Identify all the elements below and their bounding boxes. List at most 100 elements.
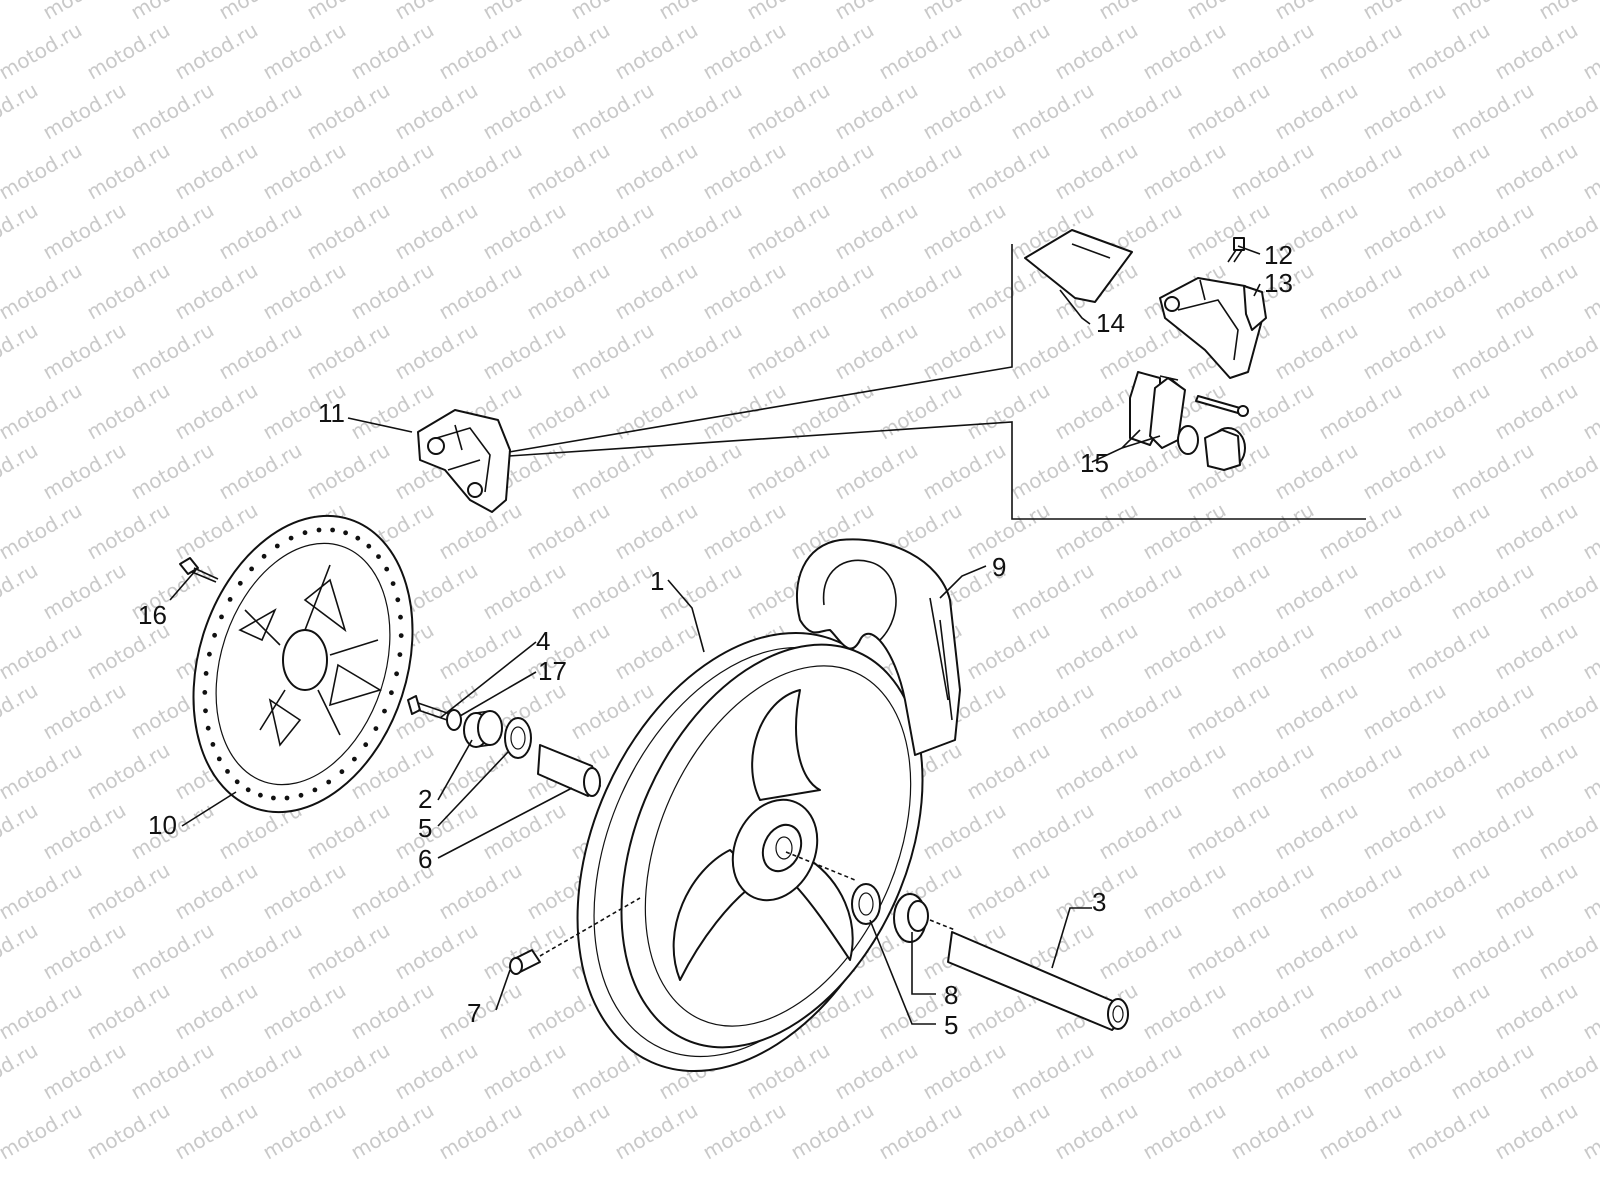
watermark-text: motod.ru: [435, 498, 526, 565]
disc-hole: [302, 530, 308, 536]
watermark-text: motod.ru: [0, 1038, 42, 1105]
watermark-text: motod.ru: [1359, 1038, 1450, 1105]
disc-hole: [225, 769, 230, 774]
watermark-text: motod.ru: [523, 138, 614, 205]
disc-hole: [234, 779, 240, 785]
watermark-text: motod.ru: [1007, 678, 1098, 745]
watermark-text: motod.ru: [1139, 138, 1230, 205]
disc-hole: [202, 690, 208, 695]
watermark-text: motod.ru: [567, 78, 658, 145]
watermark-text: motod.ru: [1403, 1098, 1494, 1165]
watermark-text: motod.ru: [1579, 378, 1600, 445]
disc-hole: [343, 530, 348, 536]
watermark-text: motod.ru: [127, 1038, 218, 1105]
watermark-text: motod.ru: [83, 858, 174, 925]
watermark-text: motod.ru: [1271, 0, 1362, 24]
watermark-text: motod.ru: [919, 438, 1010, 505]
watermark-text: motod.ru: [963, 738, 1054, 805]
watermark-text: motod.ru: [479, 558, 570, 625]
watermark-text: motod.ru: [83, 498, 174, 565]
watermark-text: motod.ru: [39, 1038, 130, 1105]
bleed-screw: [1227, 237, 1245, 263]
watermark-text: motod.ru: [1447, 0, 1538, 24]
watermark-text: motod.ru: [1183, 78, 1274, 145]
watermark-text: motod.ru: [259, 1098, 350, 1165]
axle-stack-right: [785, 851, 1129, 1031]
watermark-text: motod.ru: [1227, 1098, 1318, 1165]
watermark-text: motod.ru: [127, 918, 218, 985]
disc-hole: [389, 690, 394, 696]
watermark-text: motod.ru: [1447, 798, 1538, 865]
watermark-text: motod.ru: [83, 378, 174, 445]
disc-hole: [395, 597, 401, 603]
callout-5-left: 5: [418, 813, 432, 843]
watermark-text: motod.ru: [39, 318, 130, 385]
watermark-text: motod.ru: [1315, 738, 1406, 805]
watermark-text: motod.ru: [1007, 798, 1098, 865]
watermark-text: motod.ru: [435, 18, 526, 85]
watermark-text: motod.ru: [875, 138, 966, 205]
callout-labels: 1 2 3 4 5 5 6 7 8 9 10 11 12 13 14 15 16…: [138, 240, 1293, 1040]
disc-hole: [207, 651, 212, 657]
watermark-text: motod.ru: [831, 1038, 922, 1105]
watermark-text: motod.ru: [787, 18, 878, 85]
watermark-text: motod.ru: [1403, 18, 1494, 85]
watermark-text: motod.ru: [1183, 558, 1274, 625]
watermark-text: motod.ru: [523, 18, 614, 85]
callout-12: 12: [1264, 240, 1293, 270]
disc-hole: [258, 792, 263, 798]
disc-hole: [398, 633, 404, 638]
watermark-text: motod.ru: [479, 918, 570, 985]
watermark-text: motod.ru: [259, 978, 350, 1045]
disc-hole: [288, 535, 294, 541]
watermark-text: motod.ru: [1139, 498, 1230, 565]
callout-17: 17: [538, 656, 567, 686]
watermark-text: motod.ru: [1579, 498, 1600, 565]
disc-hole: [373, 726, 379, 731]
watermark-text: motod.ru: [479, 198, 570, 265]
watermark-text: motod.ru: [215, 438, 306, 505]
watermark-text: motod.ru: [259, 138, 350, 205]
piston-seal: [1177, 425, 1246, 471]
watermark-text: motod.ru: [1359, 198, 1450, 265]
watermark-text: motod.ru: [1227, 18, 1318, 85]
disc-hole: [245, 787, 251, 793]
disc-hole: [382, 708, 387, 714]
watermark-text: motod.ru: [1579, 138, 1600, 205]
watermark-text: motod.ru: [875, 18, 966, 85]
watermark-text: motod.ru: [1579, 1098, 1600, 1165]
watermark-text: motod.ru: [831, 198, 922, 265]
watermark-text: motod.ru: [171, 1098, 262, 1165]
watermark-text: motod.ru: [1315, 618, 1406, 685]
watermark-text: motod.ru: [1535, 198, 1600, 265]
watermark-text: motod.ru: [567, 0, 658, 24]
watermark-text: motod.ru: [1447, 78, 1538, 145]
watermark-text: motod.ru: [1535, 918, 1600, 985]
watermark-text: motod.ru: [1139, 978, 1230, 1045]
watermark-text: motod.ru: [1403, 738, 1494, 805]
watermark-text: motod.ru: [0, 18, 86, 85]
watermark-text: motod.ru: [303, 78, 394, 145]
watermark-text: motod.ru: [435, 618, 526, 685]
watermark-text: motod.ru: [1403, 138, 1494, 205]
disc-hole: [284, 795, 290, 801]
watermark-text: motod.ru: [347, 1098, 438, 1165]
watermark-text: motod.ru: [347, 138, 438, 205]
watermark-text: motod.ru: [0, 1098, 86, 1165]
watermark-text: motod.ru: [1227, 618, 1318, 685]
watermark-text: motod.ru: [1271, 438, 1362, 505]
watermark-text: motod.ru: [479, 78, 570, 145]
watermark-text: motod.ru: [1007, 558, 1098, 625]
watermark-text: motod.ru: [1051, 498, 1142, 565]
watermark-text: motod.ru: [215, 918, 306, 985]
watermark-text: motod.ru: [1535, 438, 1600, 505]
watermark-text: motod.ru: [699, 1098, 790, 1165]
watermark-text: motod.ru: [523, 378, 614, 445]
watermark-text: motod.ru: [1227, 978, 1318, 1045]
brake-caliper: [417, 409, 511, 513]
watermark-text: motod.ru: [1139, 738, 1230, 805]
watermark-text: motod.ru: [39, 438, 130, 505]
watermark-text: motod.ru: [171, 138, 262, 205]
watermark-text: motod.ru: [1315, 378, 1406, 445]
watermark-text: motod.ru: [1095, 918, 1186, 985]
